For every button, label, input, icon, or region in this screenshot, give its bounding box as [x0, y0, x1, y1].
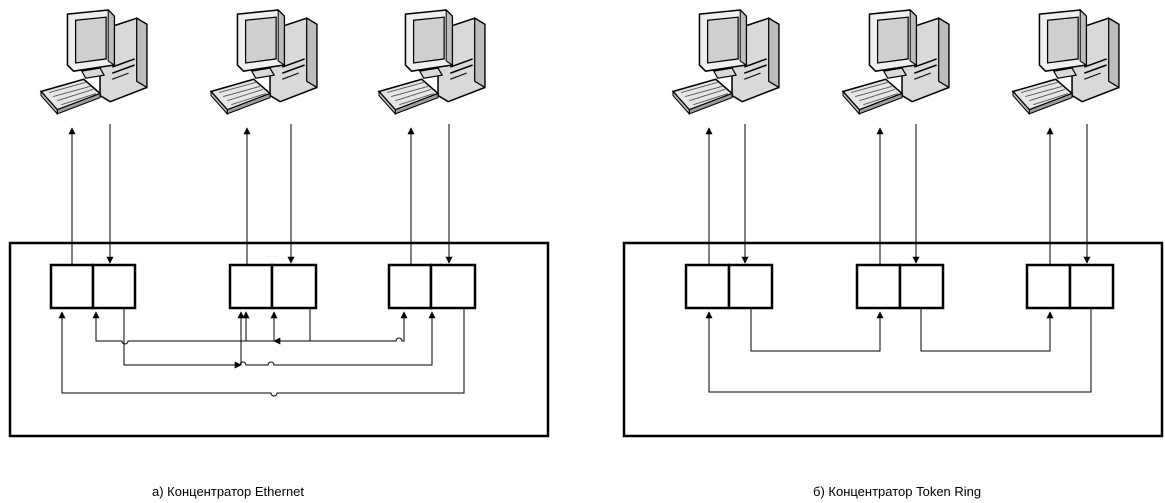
token-ring-hub-diagram: б) Концентратор Token Ring — [622, 9, 1164, 499]
port-receive — [49, 263, 95, 310]
workstation — [40, 9, 148, 115]
port-receive — [684, 263, 731, 310]
workstation — [378, 9, 486, 115]
port-receive — [228, 263, 274, 310]
desktop-computer-icon — [40, 9, 148, 115]
desktop-computer-icon — [210, 9, 318, 115]
ring-wire — [750, 309, 884, 352]
port-transmit — [91, 263, 137, 310]
port-receive — [387, 263, 433, 310]
broadcast-wire — [242, 311, 274, 342]
desktop-computer-icon — [1012, 9, 1120, 115]
broadcast-wire — [123, 309, 436, 366]
workstation — [210, 9, 318, 115]
hub-enclosure — [622, 241, 1164, 438]
workstation — [842, 9, 950, 115]
port-transmit — [270, 263, 318, 310]
diagram-caption: а) Концентратор Ethernet — [152, 484, 304, 499]
desktop-computer-icon — [378, 9, 486, 115]
ring-wire — [920, 309, 1054, 352]
port-receive — [1025, 263, 1072, 310]
broadcast-wire — [92, 311, 246, 345]
port-receive — [855, 263, 902, 310]
ethernet-hub-diagram: а) Концентратор Ethernet — [8, 9, 550, 499]
desktop-computer-icon — [672, 9, 780, 115]
hub-enclosure — [8, 241, 550, 438]
diagram-caption: б) Концентратор Token Ring — [813, 484, 981, 499]
port-transmit — [1068, 263, 1115, 310]
broadcast-wire — [58, 309, 465, 397]
broadcast-wire — [309, 309, 408, 342]
port-transmit — [429, 263, 477, 310]
desktop-computer-icon — [842, 9, 950, 115]
port-transmit — [898, 263, 945, 310]
workstation — [672, 9, 780, 115]
workstation — [1012, 9, 1120, 115]
ring-wire — [705, 309, 1092, 393]
port-transmit — [727, 263, 774, 310]
